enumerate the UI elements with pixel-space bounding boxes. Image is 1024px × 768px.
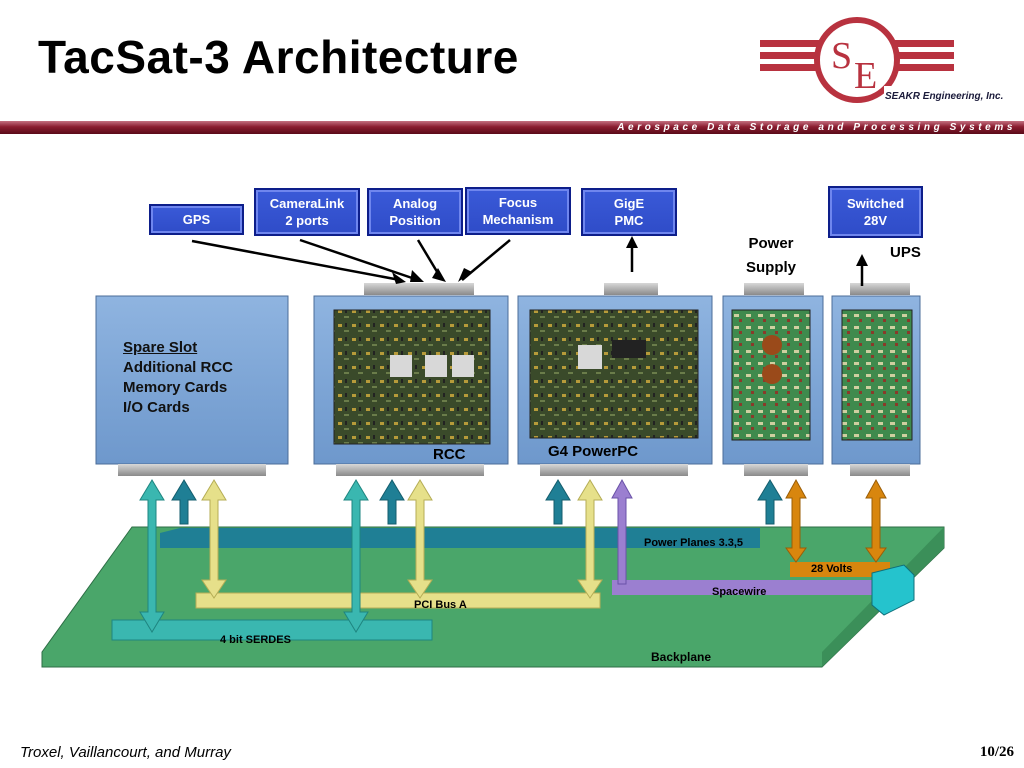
power-supply-label: Power Supply	[746, 232, 796, 280]
cameralink-ports: 2 ports	[285, 213, 329, 228]
spare-slot-line: Memory Cards	[123, 379, 228, 396]
analog-label: Analog	[392, 196, 438, 211]
seakr-logo: S E	[760, 17, 1014, 103]
ups-card	[831, 283, 921, 476]
focus-label: Focus	[498, 195, 538, 210]
power-supply-card	[722, 283, 824, 476]
analog-box: Analog Position	[367, 188, 463, 236]
spacewire-label: Spacewire	[712, 586, 767, 598]
analog-sublabel: Position	[389, 213, 441, 228]
gps-label: GPS	[182, 212, 211, 227]
power-supply-line: Power	[748, 235, 794, 252]
cameralink-label: CameraLink	[269, 196, 345, 211]
page-number: 10/26	[979, 744, 1014, 760]
spare-slot-line: Additional RCC	[123, 359, 233, 376]
serdes-label: 4 bit SERDES	[220, 634, 291, 646]
switched-sublabel: 28V	[863, 213, 888, 228]
ups-label: UPS	[890, 244, 921, 261]
power-planes-label: Power Planes 3.3,5	[644, 537, 744, 549]
switched-box: Switched 28V	[828, 186, 923, 238]
footer-authors: Troxel, Vaillancourt, and Murray	[20, 744, 231, 761]
volts28-arrows	[785, 478, 887, 563]
rcc-card	[313, 283, 509, 476]
spacewire-arrow	[611, 478, 633, 585]
logo-letter-s: S	[831, 35, 852, 77]
backplane-label: Backplane	[651, 650, 712, 664]
pci-bus	[195, 592, 601, 609]
gige-sublabel: PMC	[614, 213, 644, 228]
spare-slot-text: Spare Slot Additional RCC Memory Cards I…	[123, 338, 233, 418]
spacewire-bus	[612, 580, 872, 595]
focus-sublabel: Mechanism	[482, 212, 554, 227]
tagline: Aerospace Data Storage and Processing Sy…	[617, 122, 1016, 133]
volts28-bus	[790, 562, 890, 577]
power-arrows	[171, 479, 783, 525]
header-divider	[0, 121, 1024, 134]
cameralink-box: CameraLink 2 ports	[254, 188, 360, 236]
pci-arrows	[201, 479, 603, 599]
slide-title: TacSat-3 Architecture	[38, 31, 519, 83]
focus-box: Focus Mechanism	[465, 187, 571, 235]
switched-label: Switched	[846, 196, 905, 211]
serdes-arrows	[139, 479, 369, 633]
logo-letter-e: E	[854, 55, 877, 97]
spare-slot-line: I/O Cards	[123, 399, 190, 416]
gige-box: GigE PMC	[581, 188, 677, 236]
backplane-connector	[871, 564, 915, 616]
gige-label: GigE	[613, 196, 645, 211]
company-name: SEAKR Engineering, Inc.	[885, 91, 1004, 102]
power-supply-line: Supply	[746, 259, 797, 276]
spare-slot-card	[95, 295, 289, 476]
rcc-label: RCC	[433, 446, 466, 463]
gps-box: GPS	[149, 204, 244, 235]
g4-label: G4 PowerPC	[548, 443, 639, 460]
spare-slot-heading: Spare Slot	[123, 339, 198, 356]
power-planes-bus	[160, 528, 760, 548]
g4-powerpc-card	[517, 283, 713, 476]
volts28-label: 28 Volts	[811, 563, 853, 575]
pci-bus-label: PCI Bus A	[414, 599, 467, 611]
